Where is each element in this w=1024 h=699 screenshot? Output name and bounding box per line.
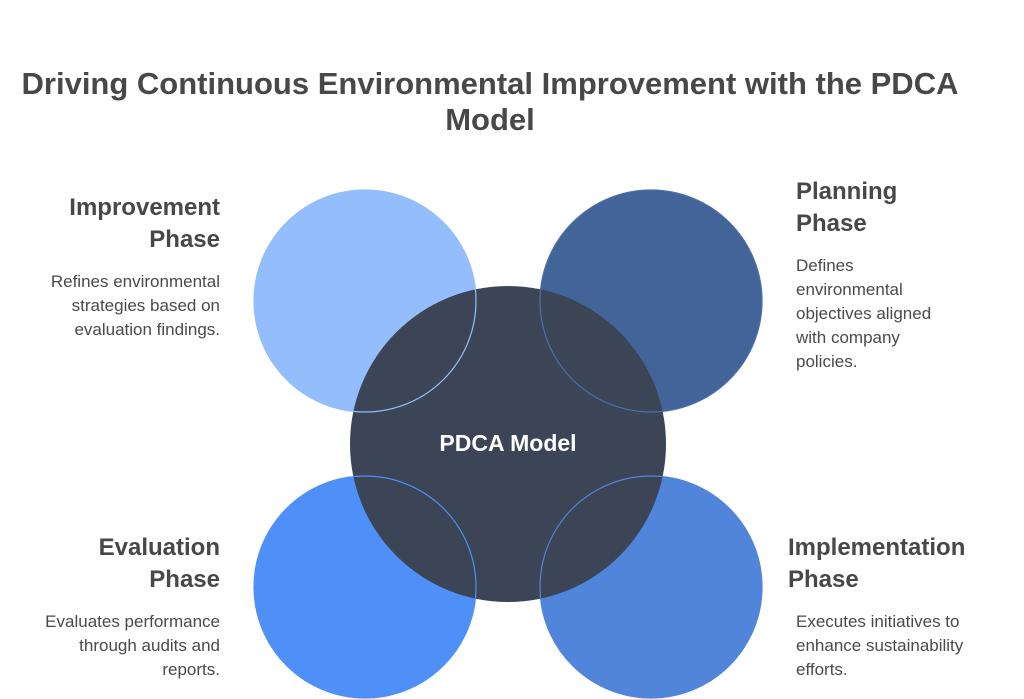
planning-phase-block: Planning Phase Defines environmental obj…: [796, 176, 966, 374]
implementation-circle-outline: [539, 475, 763, 699]
evaluation-phase-description: Evaluates performance through audits and…: [45, 612, 220, 679]
planning-phase-heading: Planning Phase: [796, 178, 898, 237]
implementation-phase-description: Executes initiatives to enhance sustaina…: [796, 612, 964, 679]
evaluation-circle-outline: [253, 475, 477, 699]
implementation-phase-block: Implementation Phase Executes initiative…: [788, 532, 1008, 682]
center-label: PDCA Model: [439, 430, 577, 456]
planning-circle-outline: [539, 189, 763, 413]
evaluation-phase-heading: Evaluation Phase: [98, 534, 220, 593]
implementation-phase-heading: Implementation Phase: [788, 534, 966, 593]
pdca-center-circle: [350, 286, 666, 602]
evaluation-phase-block: Evaluation Phase Evaluates performance t…: [20, 532, 220, 682]
improvement-phase-heading: Improvement Phase: [69, 194, 220, 253]
planning-phase-description: Defines environmental objectives aligned…: [796, 256, 932, 371]
improvement-circle-outline: [253, 189, 477, 413]
diagram-title: Driving Continuous Environmental Improve…: [21, 66, 959, 137]
improvement-phase-description: Refines environmental strategies based o…: [50, 272, 220, 339]
improvement-phase-block: Improvement Phase Refines environmental …: [20, 192, 220, 342]
